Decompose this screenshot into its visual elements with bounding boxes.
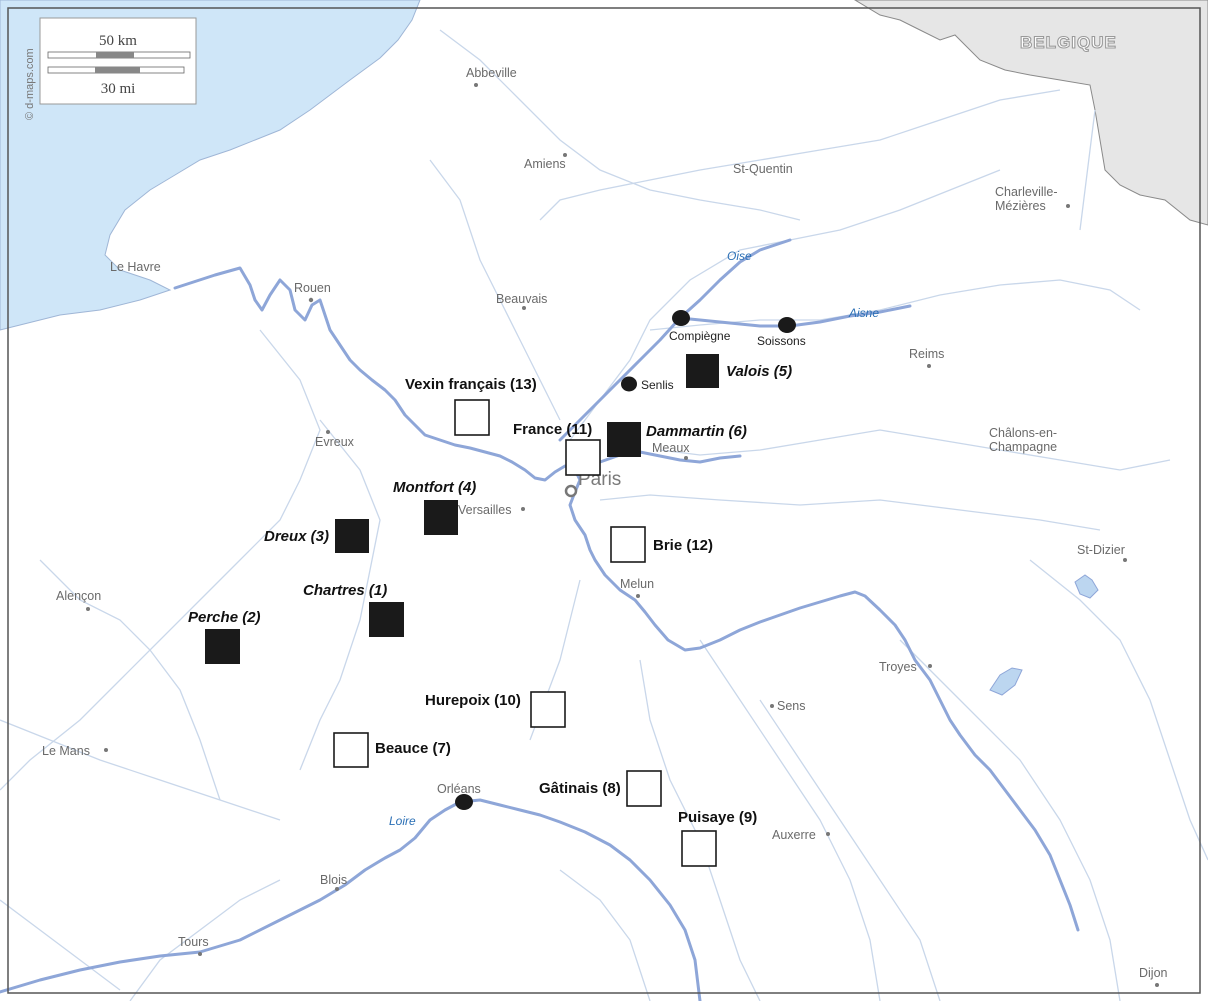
region-label-brie: Brie (12): [653, 537, 713, 554]
region-square-france: [565, 439, 601, 476]
belgium: [854, 0, 1208, 226]
city-charleville: Charleville-: [995, 185, 1058, 199]
city-alencon: Alençon: [56, 589, 101, 603]
scale-mi-label: 30 mi: [101, 81, 136, 97]
region-square-dammartin: [607, 422, 641, 457]
seat-dot-senlis: [621, 376, 637, 392]
seat-dot-orleans: [455, 794, 473, 810]
region-label-france: France (11): [513, 421, 592, 438]
river-aisne: [678, 304, 912, 328]
region-square-vexin: [454, 399, 490, 436]
region-label-puisaye: Puisaye (9): [678, 809, 757, 826]
city-blois: Blois: [320, 873, 347, 887]
paris-marker: [564, 484, 578, 498]
city-chalons: Châlons-en-: [989, 426, 1057, 440]
region-label-hurepoix: Hurepoix (10): [425, 692, 521, 709]
city-mezieres: Mézières: [995, 199, 1046, 213]
river-label-loire: Loire: [389, 814, 416, 828]
city-reims: Reims: [909, 347, 944, 361]
city-dijon: Dijon: [1139, 966, 1168, 980]
city-rouen: Rouen: [294, 281, 331, 295]
river-label-oise: Oise: [727, 249, 752, 263]
seat-markers: [455, 310, 796, 810]
seat-senlis: Senlis: [641, 378, 674, 392]
scale-km-label: 50 km: [99, 33, 137, 49]
city-auxerre: Auxerre: [772, 828, 816, 842]
seat-dot-compiegne: [672, 310, 690, 326]
region-label-dammartin: Dammartin (6): [646, 423, 747, 440]
city-versailles: Versailles: [458, 503, 512, 517]
region-label-dreux: Dreux (3): [264, 528, 329, 545]
region-square-montfort: [424, 500, 458, 535]
city-labels: Abbeville Amiens St-Quentin Charleville-…: [42, 66, 1168, 980]
city-beauvais: Beauvais: [496, 292, 547, 306]
seat-soissons: Soissons: [757, 334, 806, 348]
river-marne: [578, 450, 742, 472]
seat-dot-soissons: [778, 317, 796, 333]
credit-text: © d-maps.com: [24, 48, 36, 120]
city-evreux: Evreux: [315, 435, 355, 449]
region-labels: Valois (5) Dammartin (6) Montfort (4) Dr…: [188, 363, 792, 826]
region-square-beauce: [333, 732, 369, 768]
region-label-beauce: Beauce (7): [375, 740, 451, 757]
country-label: BELGIQUE: [1020, 33, 1117, 52]
region-label-chartres: Chartres (1): [303, 582, 387, 599]
region-square-valois: [686, 354, 719, 388]
city-troyes: Troyes: [879, 660, 917, 674]
region-label-valois: Valois (5): [726, 363, 792, 380]
city-dots: [86, 83, 1159, 987]
city-champagne: Champagne: [989, 440, 1057, 454]
region-square-chartres: [369, 602, 404, 637]
river-seine: [173, 266, 1080, 932]
border-line: [1079, 109, 1096, 231]
region-label-gatinais: Gâtinais (8): [539, 780, 621, 797]
map-frame: [7, 7, 1201, 994]
filled-region-markers: [205, 354, 719, 664]
seat-compiegne: Compiègne: [669, 329, 731, 343]
region-label-vexin: Vexin français (13): [405, 376, 537, 393]
region-label-montfort: Montfort (4): [393, 479, 476, 496]
region-square-perche: [205, 629, 240, 664]
city-st-dizier: St-Dizier: [1077, 543, 1125, 557]
city-tours: Tours: [178, 935, 209, 949]
region-square-puisaye: [681, 830, 717, 867]
city-le-havre: Le Havre: [110, 260, 161, 274]
city-st-quentin: St-Quentin: [733, 162, 793, 176]
region-square-hurepoix: [530, 691, 566, 728]
open-region-markers: [333, 399, 717, 867]
region-square-gatinais: [626, 770, 662, 807]
region-label-perche: Perche (2): [188, 609, 261, 626]
river-oise: [558, 238, 792, 442]
region-square-brie: [610, 526, 646, 563]
river-label-aisne: Aisne: [848, 306, 879, 320]
city-meaux: Meaux: [652, 441, 690, 455]
city-abbeville: Abbeville: [466, 66, 517, 80]
river-loire: [0, 798, 702, 1001]
minor-rivers: [0, 29, 1208, 1001]
scale-bar: 50 km 30 mi: [39, 17, 197, 105]
city-sens: Sens: [777, 699, 806, 713]
lake-der: [1074, 574, 1099, 599]
city-amiens: Amiens: [524, 157, 566, 171]
lake-orient: [989, 667, 1023, 696]
city-orleans: Orléans: [437, 782, 481, 796]
city-le-mans: Le Mans: [42, 744, 90, 758]
city-melun: Melun: [620, 577, 654, 591]
region-square-dreux: [335, 519, 369, 553]
